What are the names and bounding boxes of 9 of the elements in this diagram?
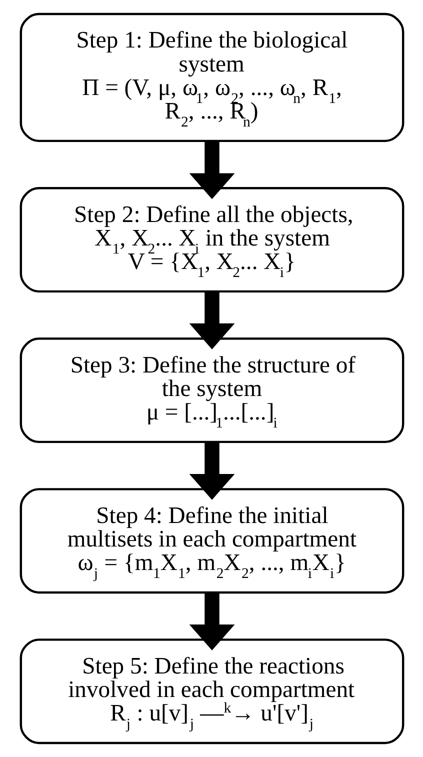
node-box: Step 1: Define the biological system Π = (V, μ, ω$_{1}$, ω$_{2}$, ..., ω$_{n}$, R$_{1}$, R$_{2}$, ..., R$_{n}$) — [19, 12, 404, 142]
node-box: Step 3: Define the structure of the system μ = [...]$_{1}$...[...]$_{i}$ — [19, 338, 404, 444]
node-box: Step 5: Define the reactions involved in each compartment R$_{j}$ : u[v]$_{j}$ —$^{k}$→ u'[v']$_{j}$ — [19, 638, 404, 744]
arrow — [188, 442, 234, 500]
arrow — [188, 592, 234, 650]
arrow — [188, 292, 234, 350]
node-box: Step 4: Define the initial multisets in each compartment ω$_{j}$ = {m$_{1}$X$_{1}$, m$_{2}$X$_{2}$, ..., m$_{i}$X$_{i}$} — [19, 488, 404, 594]
node-box: Step 2: Define all the objects, X$_{1}$, X$_{2}$... X$_{i}$ in the system V = {X$_{1}$, X$_{2}$... X$_{i}$} — [19, 187, 404, 293]
arrow — [188, 141, 234, 200]
